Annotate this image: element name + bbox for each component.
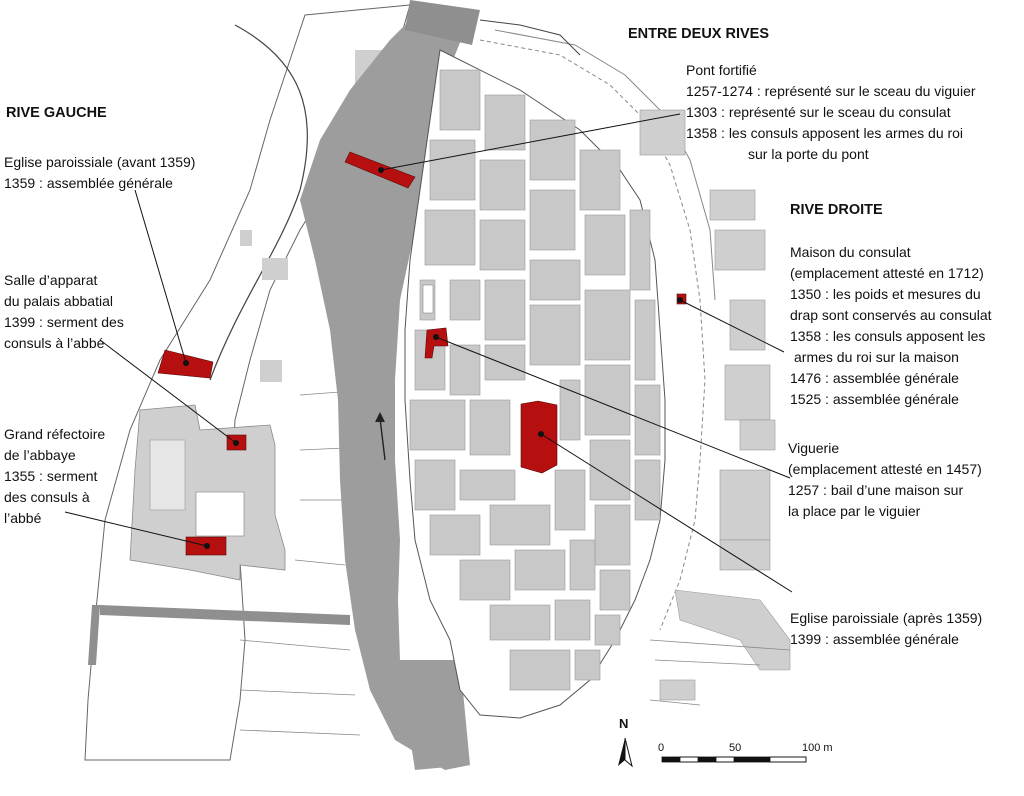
north-gate [405,0,480,45]
church-after-1359 [520,400,558,474]
highlighted-sites [157,151,687,556]
abbey-court [149,439,186,511]
left-wall-stub [88,605,100,665]
map-base-layer [64,0,807,770]
annotation-line: sur la porte du pont [748,146,869,162]
south-plots [649,639,791,706]
outer-right-buildings [639,109,791,701]
annotation-line: 1355 : serment [4,468,98,484]
cloister [195,491,245,537]
annotation-consulat: Maison du consulat (emplacement attesté … [790,242,992,410]
annotation-line: Pont fortifié [686,62,757,78]
annotation-line: du palais abbatial [4,293,113,309]
scale-label-0: 0 [658,742,665,754]
north-label: N [619,716,629,731]
left-building [260,360,282,382]
flow-arrowhead [375,412,385,422]
river [300,20,470,770]
annotation-line: Eglise paroissiale (après 1359) [790,610,983,626]
annotation-line: 1257-1274 : représenté sur le sceau du v… [686,83,976,99]
town-road [479,39,706,631]
annotation-line: (emplacement attesté en 1457) [788,461,982,477]
leader-lines [64,113,793,593]
annotation-line: de l’abbaye [4,447,76,463]
flow-arrow [379,417,386,461]
annotation-line: l’abbé [4,510,42,526]
north-arrow-icon [618,737,633,768]
left-wall [209,24,308,381]
annotation-church-before: Eglise paroissiale (avant 1359) 1359 : a… [4,152,195,194]
annotation-line: 1359 : assemblée générale [4,175,173,191]
scale-label-50: 50 [729,742,742,754]
left-building [240,230,252,246]
annotation-palace-hall: Salle d’apparat du palais abbatial 1399 … [4,270,124,354]
annotation-line: armes du roi sur la maison [794,349,959,365]
annotation-line: 1476 : assemblée générale [790,370,959,386]
building-blocks [409,69,661,691]
annotation-line: drap sont conservés au consulat [790,307,992,323]
heading-right-bank: RIVE DROITE [790,202,883,218]
annotation-line: 1358 : les consuls apposent les [790,328,986,344]
annotation-line: 1399 : assemblée générale [790,631,959,647]
annotation-line: 1525 : assemblée générale [790,391,959,407]
annotation-viguerie: Viguerie (emplacement attesté en 1457) 1… [788,438,982,522]
annotation-line: Salle d’apparat [4,272,98,288]
annotation-line: 1358 : les consuls apposent les armes du… [686,125,964,141]
scale-bar [661,756,807,763]
left-plots [239,391,361,736]
annotation-church-after: Eglise paroissiale (après 1359) 1399 : a… [790,608,982,650]
annotation-line: 1257 : bail d’une maison sur [788,482,964,498]
left-wall-band [100,605,350,625]
river-lower [398,660,470,770]
annotation-line: 1303 : représenté sur le sceau du consul… [686,104,951,120]
white-plaza [422,284,434,314]
heading-between-banks: ENTRE DEUX RIVES [628,26,769,42]
annotation-line: Viguerie [788,440,840,456]
annotation-line: 1399 : serment des [4,314,124,330]
annotation-line: (emplacement attesté en 1712) [790,265,984,281]
left-building [262,258,288,280]
annotation-line: Eglise paroissiale (avant 1359) [4,154,196,170]
heading-left-bank: RIVE GAUCHE [6,105,107,121]
annotation-line: 1350 : les poids et mesures du [790,286,981,302]
north-street [479,19,581,56]
annotation-line: des consuls à [4,489,90,505]
annotation-line: la place par le viguier [788,503,921,519]
annotation-bridge: Pont fortifié 1257-1274 : représenté sur… [686,60,976,165]
annotation-line: consuls à l’abbé [4,335,105,351]
annotation-refectory: Grand réfectoire de l’abbaye 1355 : serm… [4,424,105,529]
scale-label-100: 100 m [802,742,833,754]
viguerie [424,327,449,359]
annotation-line: Grand réfectoire [4,426,106,442]
annotation-line: Maison du consulat [790,244,911,260]
